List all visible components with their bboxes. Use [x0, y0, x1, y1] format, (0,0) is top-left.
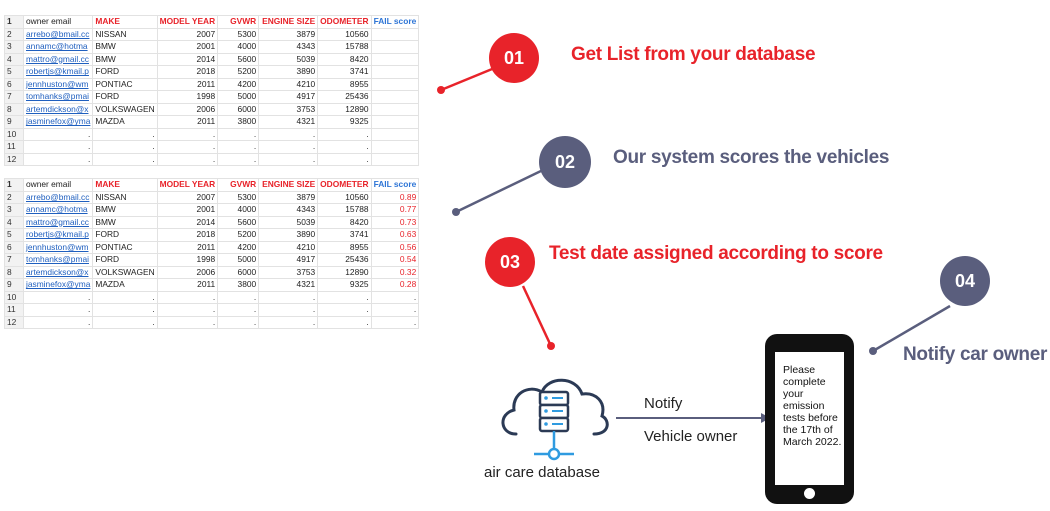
row-number: 3: [4, 40, 24, 54]
empty-cell: [370, 152, 420, 166]
table-row-empty: 11.......: [4, 303, 420, 317]
step-03-label: Test date assigned according to score: [549, 243, 883, 264]
step-02-label: Our system scores the vehicles: [613, 147, 890, 168]
step-02-number: 02: [554, 151, 576, 172]
connector-step-01: [440, 65, 498, 92]
row-number: 5: [4, 65, 24, 79]
row-number: 12: [4, 315, 24, 329]
empty-cell: .: [92, 152, 158, 166]
step-01-badge: 01: [489, 33, 539, 83]
arrow-label-vehicle-owner: Vehicle owner: [644, 428, 738, 445]
step-01-label: Get List from your database: [571, 44, 816, 65]
smartphone-icon: Please complete your emission tests befo…: [765, 334, 854, 504]
step-02-badge: 02: [539, 136, 591, 188]
empty-cell: .: [370, 315, 420, 329]
step-03-badge: 03: [485, 237, 535, 287]
empty-cell: .: [22, 152, 94, 166]
connector-dot-01: [437, 86, 445, 94]
table-row-empty: 10......: [4, 127, 420, 141]
row-number: 10: [4, 127, 24, 141]
connector-dot-04: [869, 347, 877, 355]
step-04-badge: 04: [940, 256, 990, 306]
step-04-label: Notify car owner: [903, 344, 1048, 365]
phone-screen: Please complete your emission tests befo…: [775, 352, 844, 485]
connector-step-04: [872, 304, 951, 353]
cloud-database-icon: [501, 378, 609, 461]
empty-cell: .: [317, 152, 372, 166]
row-number: 9: [4, 115, 24, 129]
row-number: 4: [4, 215, 24, 229]
step-01-number: 01: [503, 47, 525, 68]
empty-cell: .: [317, 315, 372, 329]
database-label: air care database: [484, 464, 600, 481]
step-04-number: 04: [954, 270, 976, 291]
connector-step-02: [455, 168, 544, 214]
connector-step-03: [521, 285, 553, 347]
connector-dot-03: [547, 342, 555, 350]
row-number: 7: [4, 253, 24, 267]
phone-home-button: [804, 488, 815, 499]
empty-cell: .: [217, 152, 260, 166]
table-row-empty: 12......: [4, 152, 420, 166]
arrow-label-notify: Notify: [644, 395, 683, 412]
table-row-empty: 10.......: [4, 290, 420, 304]
connector-dot-02: [452, 208, 460, 216]
table-row-empty: 12.......: [4, 315, 420, 329]
step-03-number: 03: [499, 251, 521, 272]
empty-cell: .: [92, 315, 158, 329]
empty-cell: .: [22, 315, 94, 329]
phone-message: Please complete your emission tests befo…: [783, 364, 842, 448]
